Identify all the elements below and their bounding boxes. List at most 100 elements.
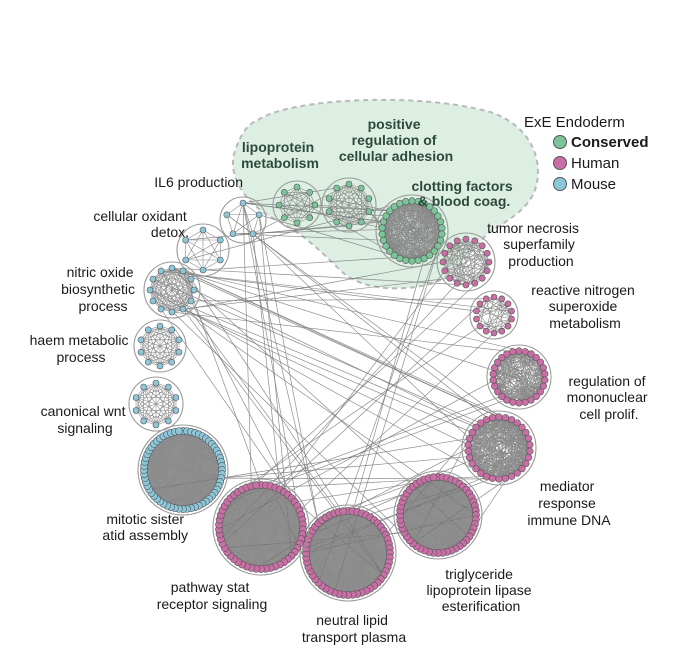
edge xyxy=(469,438,506,479)
edge xyxy=(284,191,316,206)
node xyxy=(471,237,479,245)
edge xyxy=(135,410,157,426)
inter-cluster-edge xyxy=(329,211,387,217)
edge xyxy=(171,270,184,313)
edge xyxy=(352,511,384,576)
node xyxy=(524,434,533,443)
node xyxy=(508,315,515,323)
inter-cluster-edge xyxy=(152,278,530,446)
edge xyxy=(220,514,252,568)
node xyxy=(165,383,172,391)
edge xyxy=(226,202,244,215)
node xyxy=(168,358,176,366)
node xyxy=(149,275,157,283)
node xyxy=(217,256,224,264)
cluster-edges xyxy=(185,229,221,271)
node xyxy=(462,281,470,289)
node xyxy=(526,441,534,449)
node xyxy=(498,353,506,362)
node xyxy=(468,428,476,437)
label-reactive-nitrogen: reactive nitrogen superoxide metabolism xyxy=(531,282,638,331)
node xyxy=(168,308,176,316)
edge xyxy=(321,511,358,586)
edge xyxy=(400,510,434,553)
node xyxy=(509,348,517,356)
edge xyxy=(467,417,506,452)
edge xyxy=(352,520,375,595)
node xyxy=(293,219,301,227)
edge xyxy=(497,362,503,397)
label-haem-metabolic: haem metabolic process xyxy=(30,332,133,365)
edge xyxy=(389,210,419,261)
cluster-mediator-response xyxy=(461,410,537,486)
edge xyxy=(148,329,180,341)
node xyxy=(478,242,486,250)
edge xyxy=(475,419,487,469)
node xyxy=(172,394,180,401)
edge xyxy=(160,270,184,310)
node xyxy=(239,199,247,207)
inter-cluster-edge xyxy=(226,214,529,439)
edge xyxy=(449,245,476,284)
node xyxy=(190,286,198,294)
edge xyxy=(149,289,184,310)
node xyxy=(358,184,365,192)
edge xyxy=(506,351,514,401)
edge xyxy=(202,229,221,241)
edge xyxy=(402,501,464,544)
node xyxy=(187,275,195,283)
node xyxy=(478,274,486,282)
edge xyxy=(433,501,474,553)
inter-cluster-edge xyxy=(190,300,300,511)
edge xyxy=(222,489,243,544)
edge xyxy=(457,240,490,263)
node xyxy=(438,224,446,232)
legend-swatch-human xyxy=(553,156,567,170)
edge xyxy=(402,501,460,547)
edge xyxy=(251,485,298,507)
node xyxy=(488,474,497,482)
edge xyxy=(167,477,222,506)
edge xyxy=(486,417,493,477)
edge xyxy=(140,339,172,363)
node xyxy=(345,222,353,230)
inter-cluster-edge xyxy=(191,298,487,302)
edge xyxy=(314,511,353,580)
edge xyxy=(135,410,169,422)
edge xyxy=(479,318,512,327)
edge xyxy=(476,303,509,320)
edge xyxy=(394,201,407,256)
edge xyxy=(492,417,527,464)
edge xyxy=(306,543,344,595)
edge xyxy=(135,386,169,398)
node xyxy=(179,267,187,275)
edge xyxy=(501,351,514,397)
edge xyxy=(135,397,157,426)
edge xyxy=(163,435,217,451)
edge xyxy=(465,270,488,286)
edge xyxy=(306,538,388,558)
edge xyxy=(476,298,502,320)
node xyxy=(441,249,449,257)
edge xyxy=(401,523,464,544)
edge xyxy=(135,397,169,422)
edge xyxy=(497,351,514,392)
node xyxy=(495,413,503,421)
node xyxy=(504,300,512,308)
node xyxy=(527,350,535,358)
edge xyxy=(163,473,222,504)
cluster-canonical-wnt xyxy=(128,376,184,432)
cluster-edges xyxy=(226,202,260,235)
edge xyxy=(476,318,502,332)
edge xyxy=(357,511,387,572)
edge xyxy=(449,277,475,284)
node xyxy=(536,388,544,396)
cluster-boundary xyxy=(486,344,552,410)
edge xyxy=(383,201,407,241)
conserved-region xyxy=(231,98,539,290)
legend: ExE Endoderm Conserved Human Mouse xyxy=(524,114,649,193)
edge xyxy=(494,353,508,387)
cluster-edges xyxy=(143,430,223,510)
edge xyxy=(265,519,303,569)
